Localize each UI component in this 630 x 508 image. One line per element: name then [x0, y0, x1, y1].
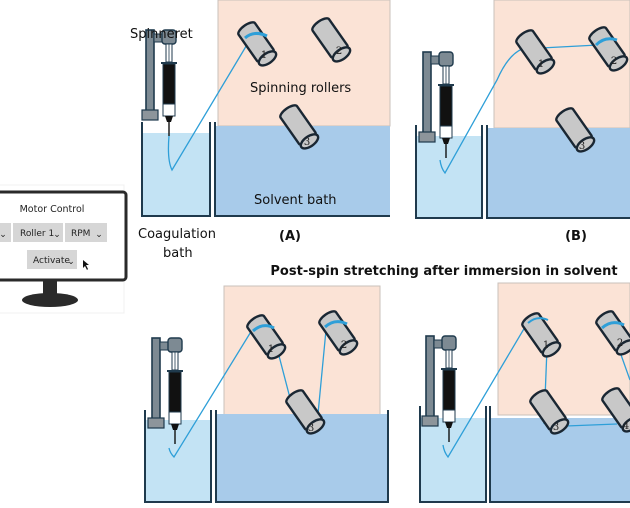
- coagulation-bath: [416, 136, 482, 218]
- chevron-down-icon: ⌄: [67, 257, 75, 267]
- spinneret-label: Spinneret: [130, 27, 193, 42]
- panel-c: 1 2 3: [144, 285, 389, 503]
- coagulation-bath: [142, 133, 210, 216]
- svg-text:3: 3: [308, 423, 314, 434]
- fiber: [167, 37, 252, 172]
- dropdown-unnamed[interactable]: ⌄: [0, 223, 11, 242]
- svg-text:1: 1: [261, 50, 267, 61]
- monitor-base: [22, 293, 78, 307]
- monitor-neck: [43, 280, 57, 294]
- roller-chamber: [217, 0, 391, 127]
- svg-text:3: 3: [553, 422, 559, 433]
- fiber: [168, 329, 253, 459]
- dropdown-roller-label: Roller 1: [20, 229, 54, 239]
- monitor: Motor Control ⌄ Roller 1 ⌄ RPM ⌄ Activat…: [0, 184, 128, 314]
- svg-text:3: 3: [579, 141, 585, 152]
- spinning-rollers-label: Spinning rollers: [250, 81, 351, 96]
- svg-text:1: 1: [268, 344, 274, 355]
- spinneret-icon: [141, 29, 178, 137]
- svg-text:4: 4: [623, 421, 629, 432]
- chevron-down-icon: ⌄: [0, 230, 7, 240]
- svg-text:2: 2: [611, 56, 617, 67]
- panel-b-label: (B): [565, 229, 587, 244]
- solvent-bath: [216, 414, 388, 502]
- activate-label: Activate: [33, 256, 70, 266]
- panel-b: 1 2 3 (B): [415, 0, 630, 244]
- coagulation-bath: [420, 418, 486, 502]
- dropdown-roller[interactable]: Roller 1 ⌄: [13, 223, 63, 242]
- motor-control-title: Motor Control: [20, 204, 85, 215]
- coagulation-bath: [145, 420, 211, 502]
- solvent-bath: [487, 128, 630, 218]
- svg-text:2: 2: [336, 46, 342, 57]
- coagulation-bath-label-1: Coagulation: [138, 227, 216, 242]
- activate-button[interactable]: Activate ⌄: [27, 250, 77, 269]
- svg-text:1: 1: [543, 340, 549, 351]
- section-title: Post-spin stretching after immersion in …: [270, 264, 617, 279]
- chevron-down-icon: ⌄: [95, 230, 103, 240]
- fiber: [442, 321, 529, 459]
- panel-a: 1 2 3 Spinneret Spinning rollers Solvent…: [130, 0, 391, 261]
- svg-text:2: 2: [617, 338, 623, 349]
- panel-a-label: (A): [279, 229, 301, 244]
- coagulation-bath-label-2: bath: [163, 246, 193, 261]
- chevron-down-icon: ⌄: [53, 230, 61, 240]
- panel-d: 1 2 3 4: [419, 282, 630, 503]
- svg-text:2: 2: [341, 340, 347, 351]
- dropdown-unit[interactable]: RPM ⌄: [65, 223, 107, 242]
- svg-text:1: 1: [538, 59, 544, 70]
- fiber: [439, 44, 599, 175]
- cursor-icon: [83, 260, 89, 270]
- dropdown-unit-label: RPM: [71, 229, 90, 239]
- svg-text:3: 3: [304, 137, 310, 148]
- solvent-bath-label: Solvent bath: [254, 193, 337, 208]
